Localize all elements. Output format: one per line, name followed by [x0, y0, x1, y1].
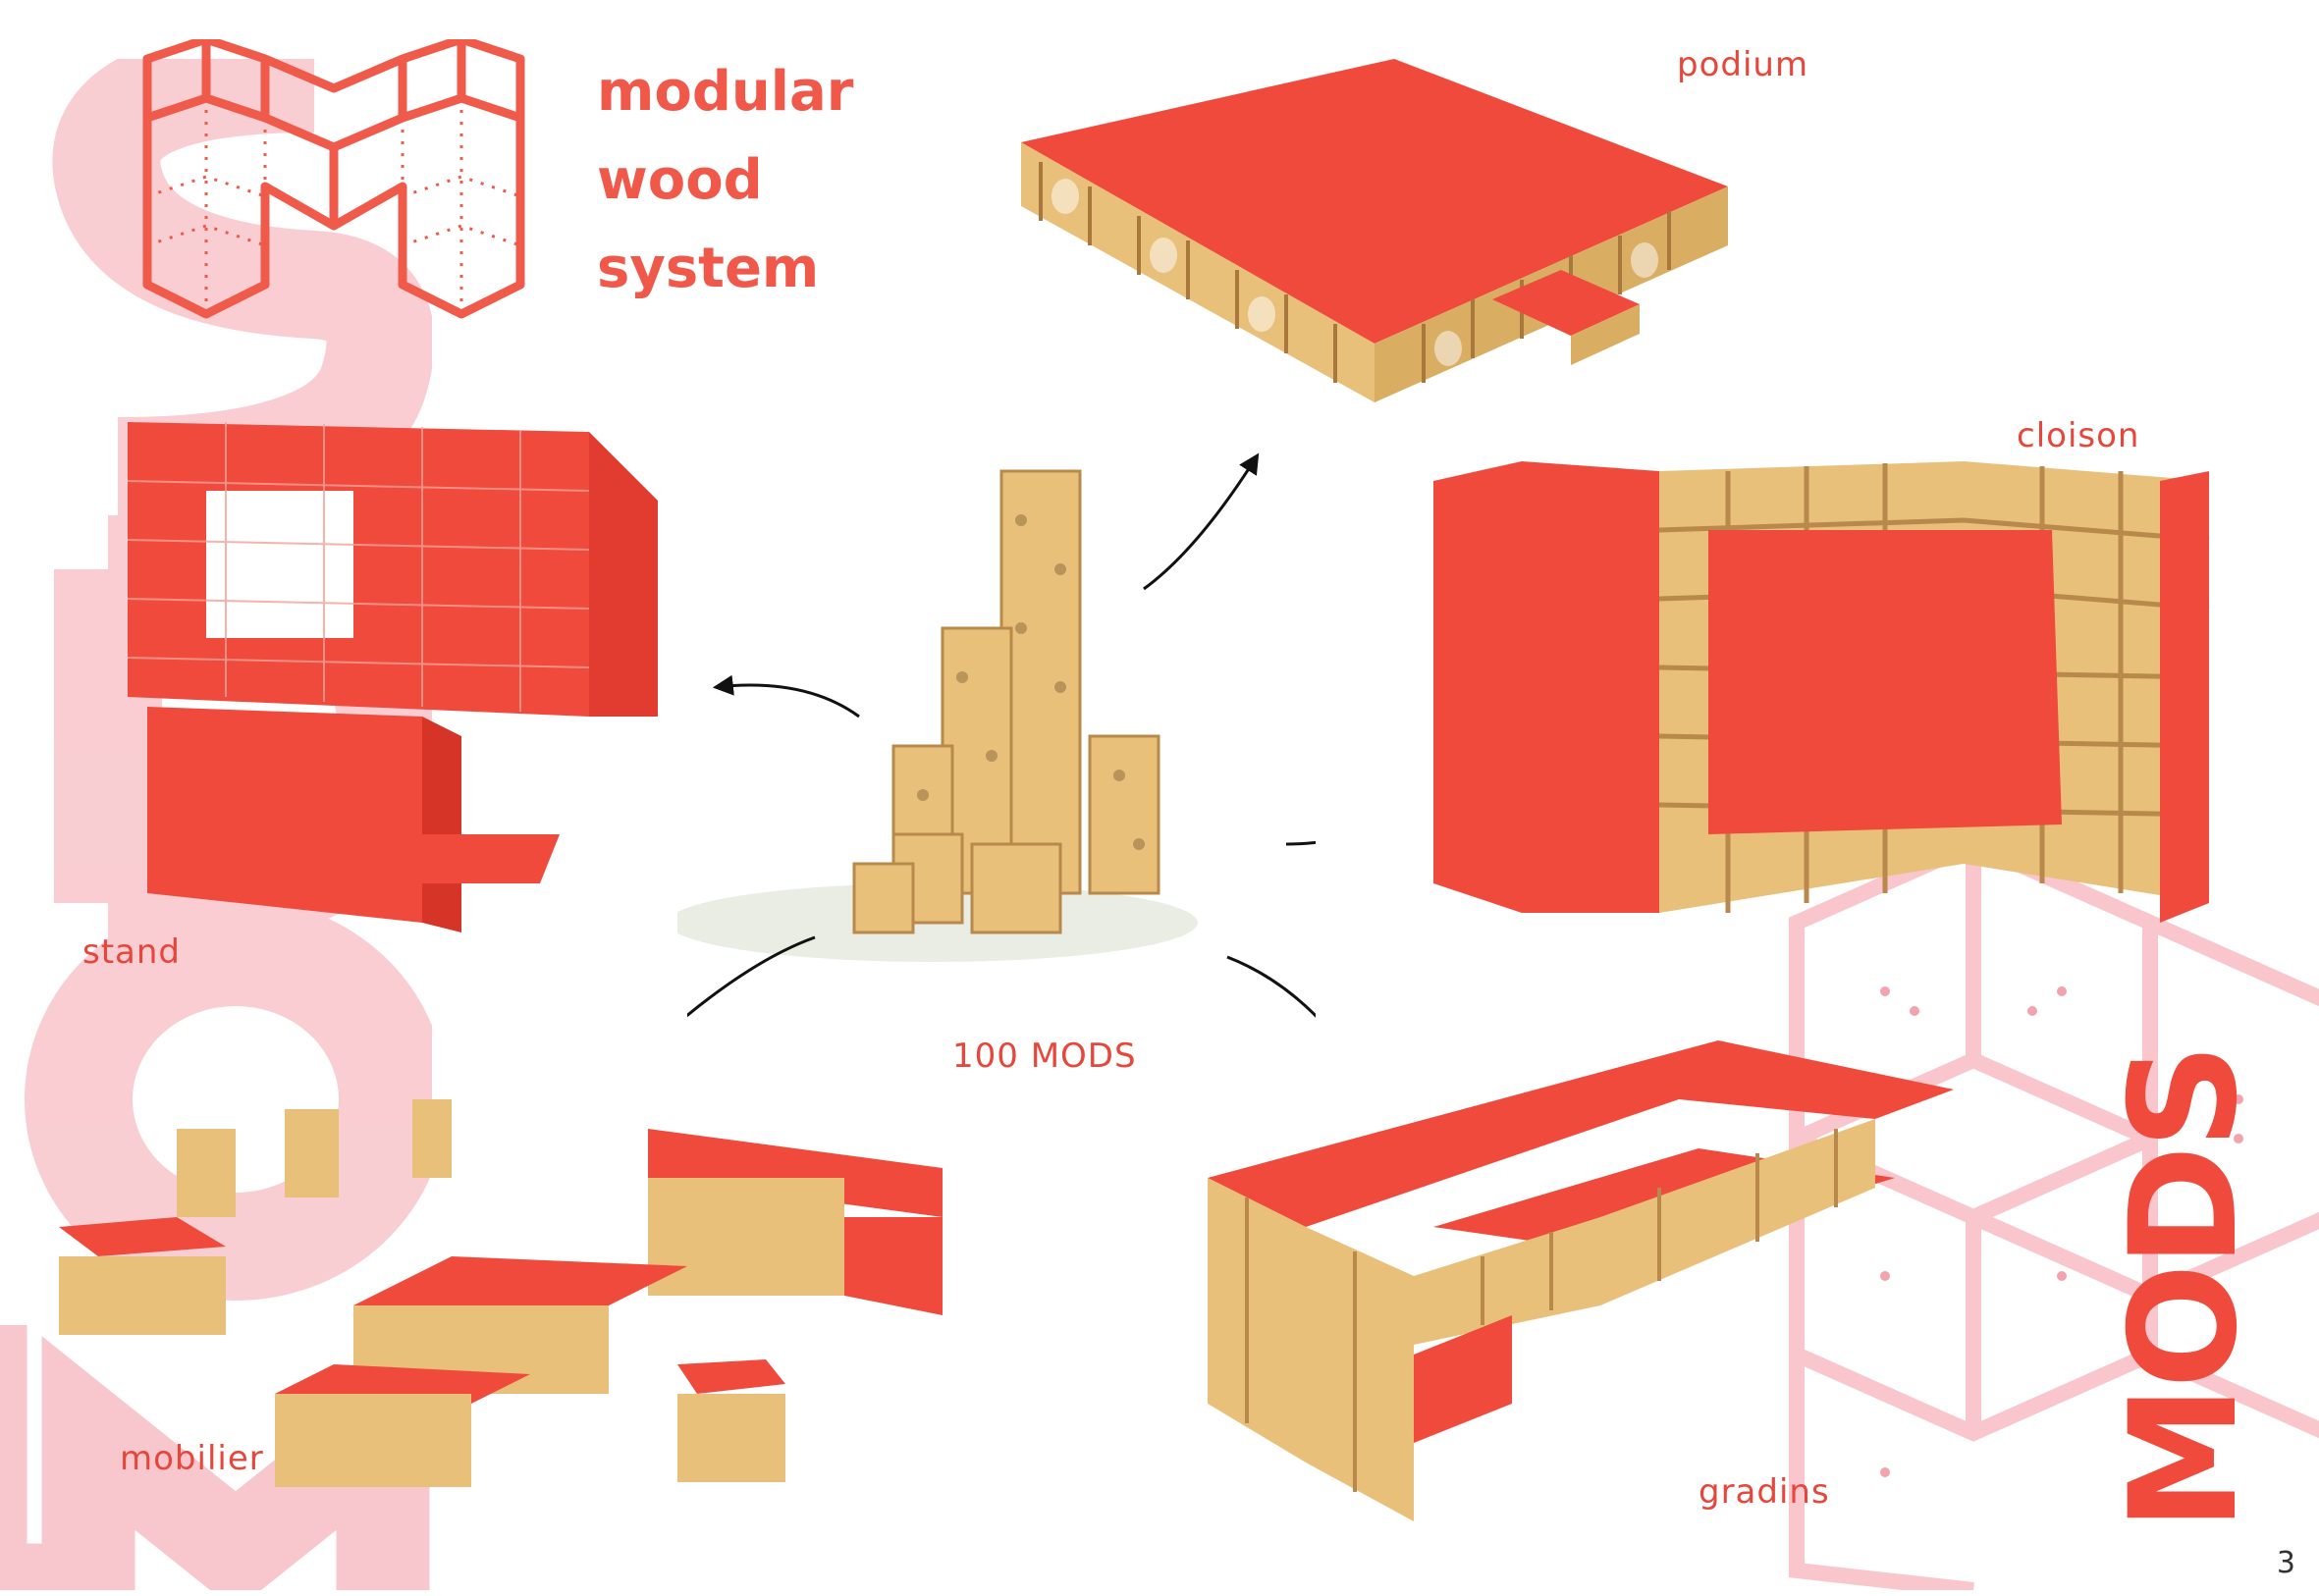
- caption-mobilier: mobilier: [120, 1439, 264, 1478]
- caption-podium: podium: [1677, 45, 1809, 84]
- podium-render: [1021, 59, 1728, 402]
- caption-cloison: cloison: [2017, 416, 2140, 455]
- caption-center: 100 MODS: [952, 1037, 1137, 1076]
- arrow-to-podium: [1143, 452, 1260, 591]
- title-line-wood: wood: [597, 148, 763, 212]
- title-line-system: system: [597, 237, 820, 300]
- arrow-to-gradins: [1226, 955, 1316, 1018]
- arrow-to-mobilier: [687, 935, 816, 1018]
- stand-render: [128, 422, 658, 932]
- arrow-to-cloison: [1285, 840, 1316, 846]
- title-line-modular: modular: [597, 60, 854, 124]
- flow-arrows: [687, 452, 1316, 1018]
- caption-stand: stand: [82, 932, 182, 972]
- mods-vertical-wordmark: MODS: [2099, 1046, 2270, 1531]
- hex-lattice-watermark: [1789, 844, 2319, 1590]
- mods-stack-render: [677, 469, 1198, 962]
- arrow-to-stand: [712, 674, 860, 718]
- cloison-render: [1433, 461, 2210, 923]
- mobilier-render: [59, 1099, 943, 1487]
- gradins-render: [1208, 1040, 1954, 1521]
- mods-logo-icon: [142, 39, 525, 319]
- caption-gradins: gradins: [1699, 1472, 1830, 1512]
- page-number: 3: [2276, 1546, 2295, 1580]
